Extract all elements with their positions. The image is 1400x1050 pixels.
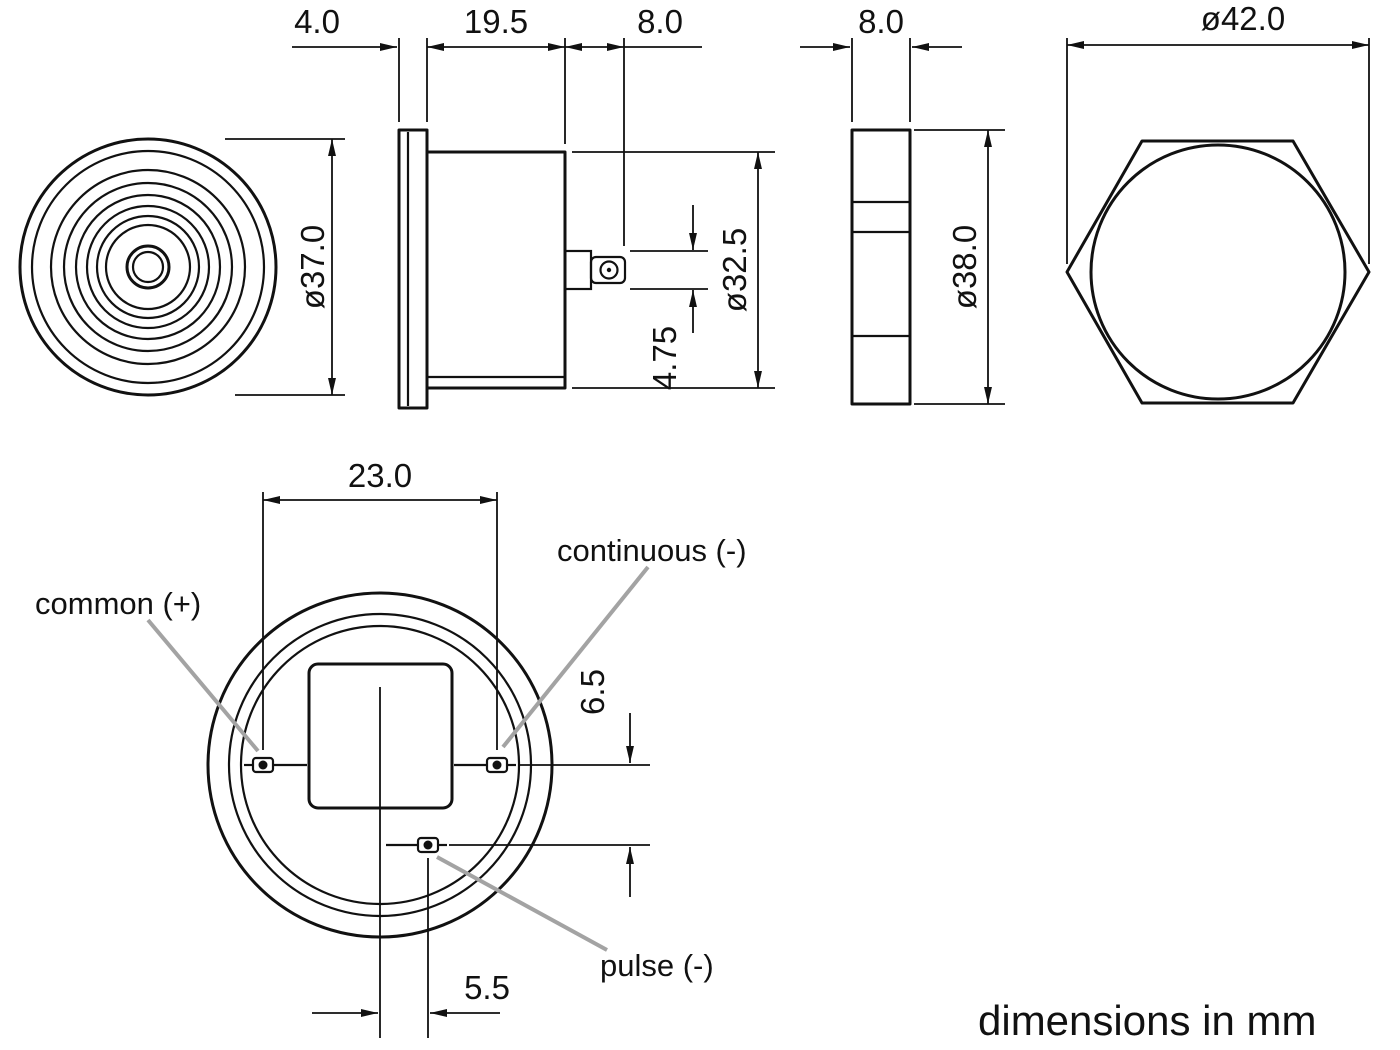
dim-nut-diameter: ø38.0 — [914, 129, 1005, 405]
view-front — [18, 137, 278, 397]
view-side — [397, 128, 627, 410]
dim-text-nut-diameter: ø38.0 — [946, 225, 983, 309]
units-note: dimensions in mm — [978, 997, 1316, 1044]
label-pulse-terminal: pulse (-) — [600, 948, 714, 983]
dim-text-body-diameter: ø32.5 — [716, 228, 753, 312]
view-nut-side — [850, 128, 912, 406]
terminal-common — [244, 756, 307, 774]
dim-hex-diameter: ø42.0 — [1066, 0, 1370, 264]
dim-terminal-spacing: 23.0 — [262, 457, 498, 750]
dim-pulse-horizontal-offset: 5.5 — [312, 858, 510, 1038]
terminal-annotations: common (+) continuous (-) pulse (-) — [35, 533, 747, 983]
dim-text-body-depth: 19.5 — [464, 3, 528, 40]
dim-text-nut-thickness: 8.0 — [858, 3, 904, 40]
dim-nut-thickness: 8.0 — [800, 3, 962, 122]
dim-terminal-width: 4.75 — [630, 205, 708, 390]
dim-text-terminal-length: 8.0 — [637, 3, 683, 40]
terminal-pulse — [386, 836, 447, 854]
dim-pulse-vertical-offset: 6.5 — [449, 669, 650, 897]
dim-text-hex-diameter: ø42.0 — [1201, 0, 1285, 37]
dim-text-terminal-width: 4.75 — [646, 326, 683, 390]
dim-top-chain: 4.0 19.5 8.0 — [292, 3, 702, 246]
dim-body-diameter: ø32.5 — [572, 151, 775, 389]
label-common-terminal: common (+) — [35, 586, 201, 621]
dim-bezel-diameter: ø37.0 — [225, 138, 345, 396]
label-continuous-terminal: continuous (-) — [557, 533, 747, 568]
dim-text-pulse-vertical-offset: 6.5 — [574, 669, 611, 715]
dim-text-pulse-horizontal-offset: 5.5 — [464, 969, 510, 1006]
dim-text-bezel-diameter: ø37.0 — [294, 225, 331, 309]
dim-text-terminal-spacing: 23.0 — [348, 457, 412, 494]
terminal-continuous — [454, 756, 516, 774]
view-hex-front — [1065, 139, 1371, 405]
dim-text-flange-thickness: 4.0 — [294, 3, 340, 40]
